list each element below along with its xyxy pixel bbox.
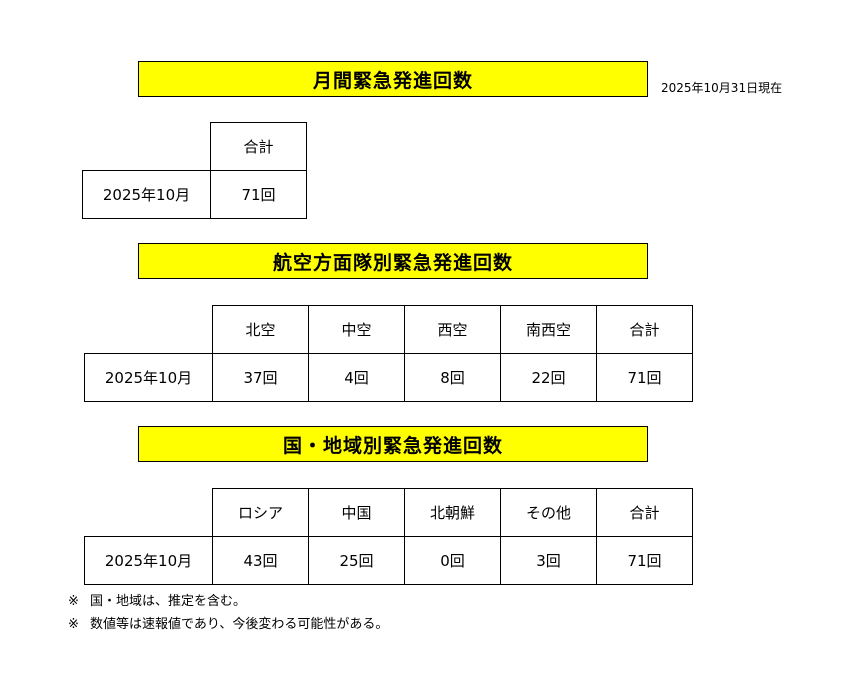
monthly-total-table: 合計 2025年10月 71回: [82, 122, 307, 219]
value-north-korea: 0回: [404, 536, 501, 585]
header-central: 中空: [308, 305, 405, 354]
header-southwestern: 南西空: [500, 305, 597, 354]
table-corner-cell: [84, 488, 213, 537]
table-header-row: 北空 中空 西空 南西空 合計: [84, 305, 693, 354]
table-row: 2025年10月 71回: [82, 170, 307, 219]
footnote-preliminary: ※ 数値等は速報値であり、今後変わる可能性がある。: [68, 613, 388, 632]
footnote-estimate: ※ 国・地域は、推定を含む。: [68, 590, 246, 609]
reference-mark: ※: [68, 617, 79, 632]
table-corner-cell: [84, 305, 213, 354]
monthly-scramble-title: 月間緊急発進回数: [138, 61, 648, 97]
value-other: 3回: [500, 536, 597, 585]
header-total: 合計: [210, 122, 307, 171]
value-northern: 37回: [212, 353, 309, 402]
row-label-month: 2025年10月: [84, 353, 213, 402]
table-corner-cell: [82, 122, 211, 171]
row-label-month: 2025年10月: [84, 536, 213, 585]
header-western: 西空: [404, 305, 501, 354]
value-total: 71回: [210, 170, 307, 219]
value-china: 25回: [308, 536, 405, 585]
air-defense-force-scramble-title: 航空方面隊別緊急発進回数: [138, 243, 648, 279]
reference-mark: ※: [68, 594, 79, 609]
header-other: その他: [500, 488, 597, 537]
table-row: 2025年10月 43回 25回 0回 3回 71回: [84, 536, 693, 585]
footnote-text: 国・地域は、推定を含む。: [90, 594, 247, 609]
country-region-scramble-title: 国・地域別緊急発進回数: [138, 426, 648, 462]
footnote-text: 数値等は速報値であり、今後変わる可能性がある。: [90, 617, 389, 632]
table-header-row: ロシア 中国 北朝鮮 その他 合計: [84, 488, 693, 537]
table-row: 2025年10月 37回 4回 8回 22回 71回: [84, 353, 693, 402]
value-total: 71回: [596, 353, 693, 402]
header-north-korea: 北朝鮮: [404, 488, 501, 537]
value-western: 8回: [404, 353, 501, 402]
air-defense-force-table: 北空 中空 西空 南西空 合計 2025年10月 37回 4回 8回 22回 7…: [84, 305, 693, 402]
header-northern: 北空: [212, 305, 309, 354]
value-total: 71回: [596, 536, 693, 585]
row-label-month: 2025年10月: [82, 170, 211, 219]
header-russia: ロシア: [212, 488, 309, 537]
value-southwestern: 22回: [500, 353, 597, 402]
as-of-date: 2025年10月31日現在: [661, 81, 783, 95]
header-total: 合計: [596, 305, 693, 354]
table-header-row: 合計: [82, 122, 307, 171]
header-china: 中国: [308, 488, 405, 537]
value-central: 4回: [308, 353, 405, 402]
country-region-table: ロシア 中国 北朝鮮 その他 合計 2025年10月 43回 25回 0回 3回…: [84, 488, 693, 585]
header-total: 合計: [596, 488, 693, 537]
value-russia: 43回: [212, 536, 309, 585]
